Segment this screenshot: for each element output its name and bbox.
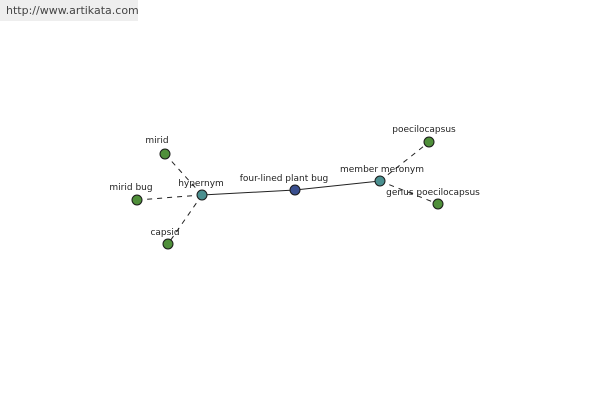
node-mirid-bug[interactable]	[131, 194, 143, 206]
node-label-genus[interactable]: genus poecilocapsus	[386, 188, 480, 198]
node-label-hypernym[interactable]: hypernym	[178, 179, 224, 189]
node-label-poecilocapsus[interactable]: poecilocapsus	[392, 125, 456, 135]
node-poecilocapsus[interactable]	[423, 136, 435, 148]
node-label-capsid[interactable]: capsid	[150, 228, 179, 238]
node-label-mirid-bug[interactable]: mirid bug	[109, 183, 152, 193]
edges-layer	[136, 141, 439, 245]
node-center[interactable]	[289, 184, 301, 196]
node-label-center[interactable]: four-lined plant bug	[240, 174, 329, 184]
edge-center-meronym	[294, 180, 381, 191]
nodes-layer: four-lined plant bug hypernym member meron…	[109, 125, 480, 250]
node-label-mirid[interactable]: mirid	[145, 136, 168, 146]
node-hypernym[interactable]	[196, 189, 208, 201]
site-url-link[interactable]: http://www.artikata.com	[6, 4, 139, 17]
edge-hypernym-center	[201, 189, 296, 196]
edge-hypernym-mirid_bug	[136, 194, 203, 201]
node-mirid[interactable]	[159, 148, 171, 160]
node-capsid[interactable]	[162, 238, 174, 250]
edge-meronym-poecilocapsus	[379, 141, 430, 182]
node-genus[interactable]	[432, 198, 444, 210]
url-bar: http://www.artikata.com	[0, 0, 139, 21]
node-label-meronym[interactable]: member meronym	[340, 165, 424, 175]
edge-meronym-genus	[379, 180, 439, 205]
node-meronym[interactable]	[374, 175, 386, 187]
